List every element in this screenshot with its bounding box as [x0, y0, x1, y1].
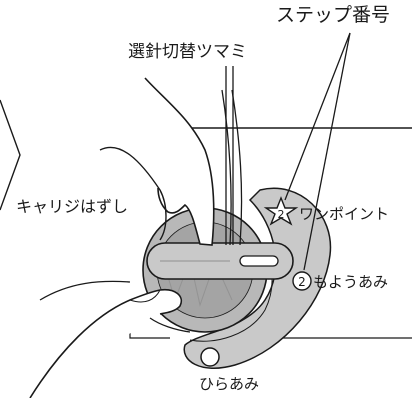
plain-knit-hole: [200, 347, 220, 367]
label-carriage-release: キャリジはずし: [16, 197, 129, 216]
circle-step-marker: [292, 271, 312, 291]
hand-lower-finger: [39, 280, 131, 301]
star-step-number: 2: [278, 208, 285, 221]
label-plain-knit: ひらあみ: [199, 375, 260, 393]
leader-step-star: [284, 32, 351, 201]
label-pattern-knit: もようあみ: [313, 273, 389, 291]
hand-lower: [29, 288, 182, 398]
star-step-marker: [263, 196, 299, 226]
hand-thumb: [144, 77, 215, 246]
machine-edge-bracket: [0, 99, 21, 211]
label-one-point: ワンポイント: [299, 205, 390, 223]
hand-lower-crease: [129, 289, 161, 303]
circle-step-number: 2: [298, 275, 306, 289]
label-needle-selector-knob: 選針切替ツマミ: [128, 42, 247, 62]
knob-indicator-slot: [239, 255, 279, 267]
hand-lower-knuckle: [149, 317, 191, 333]
label-step-number: ステップ番号: [276, 4, 391, 26]
finger-edge: [221, 89, 243, 246]
leader-step-circle: [303, 32, 351, 271]
hand-finger-upper: [99, 146, 167, 241]
selector-plate: [183, 187, 332, 369]
